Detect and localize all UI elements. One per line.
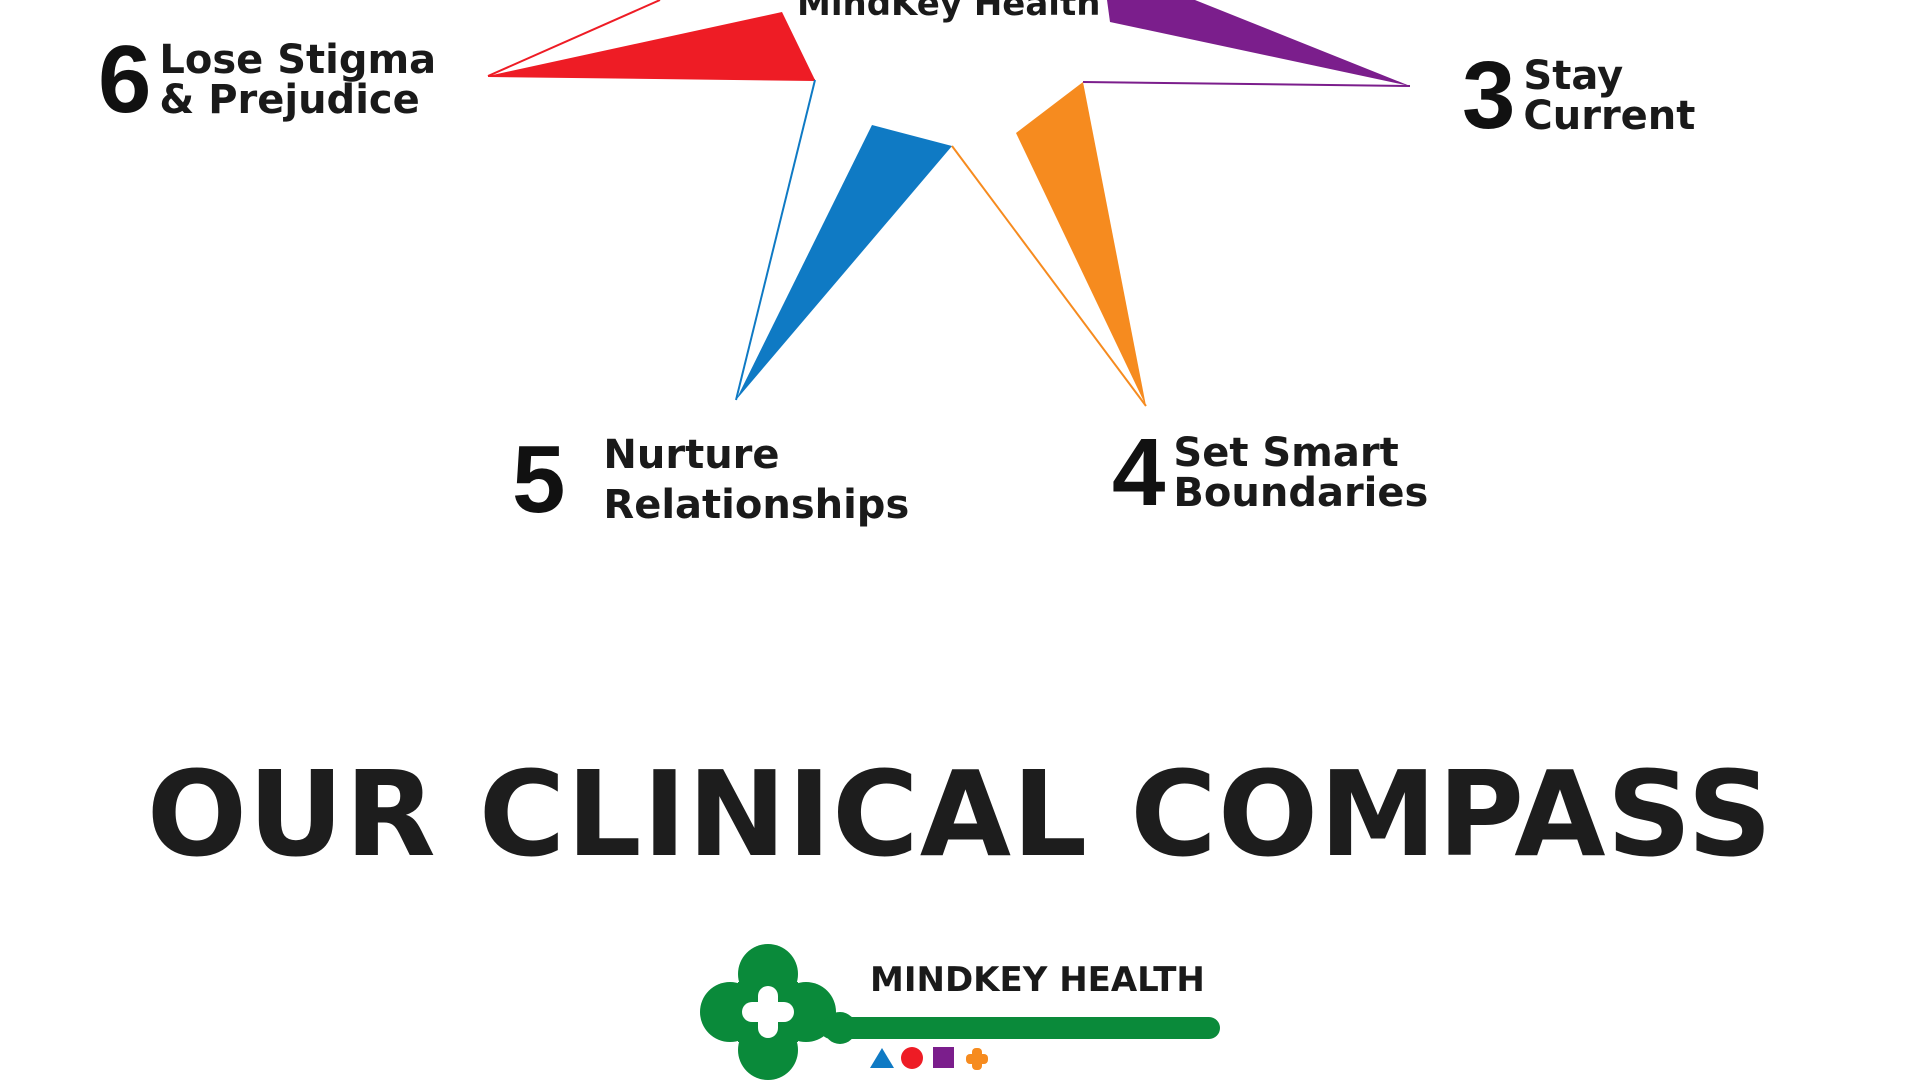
point-text-line: Stay [1523,53,1624,99]
star-edge-purple [1082,81,1411,87]
key-icon [700,944,1220,1080]
point-text: Set Smart Boundaries [1173,433,1428,513]
point-number: 4 [1112,419,1166,526]
star-edge-orange [951,145,1147,407]
point-number: 6 [98,26,152,133]
star-point-orange [1016,82,1146,406]
star-edge-red-bottom [487,75,816,81]
star-edge-red [487,0,661,77]
compass-point-lose-stigma: 6 Lose Stigma & Prejudice [98,32,436,128]
point-number: 3 [1462,42,1516,149]
page-title: OUR CLINICAL COMPASS [146,745,1774,883]
point-text-line: Relationships [603,482,910,528]
compass-point-stay-current: 3 Stay Current [1462,48,1695,144]
star-point-blue [736,125,952,400]
triangle-icon [870,1048,894,1068]
brand-logo: MINDKEY HEALTH [690,940,1250,1080]
point-text-line: Current [1523,93,1696,139]
point-text: Lose Stigma & Prejudice [159,40,436,120]
star-point-red [488,12,815,80]
star-point-purple [1107,0,1410,86]
point-text: Nurture Relationships [603,430,909,530]
compass-point-nurture-relationships: 5 Nurture Relationships [512,430,909,530]
point-text-line: Lose Stigma [159,37,437,83]
point-text: Stay Current [1523,56,1695,136]
point-text-line: & Prejudice [159,77,420,123]
point-number: 5 [512,426,566,533]
star-edge-blue [735,79,816,401]
square-icon [933,1047,954,1068]
point-text-line: Boundaries [1173,470,1429,516]
compass-point-set-smart-boundaries: 4 Set Smart Boundaries [1112,425,1428,521]
brand-name: MINDKEY HEALTH [870,960,1205,1000]
point-text-line: Nurture [603,432,780,478]
hub-label: MindKey Health [797,0,1101,24]
point-text-line: Set Smart [1173,430,1399,476]
cross-icon [966,1048,988,1070]
circle-icon [901,1047,923,1069]
